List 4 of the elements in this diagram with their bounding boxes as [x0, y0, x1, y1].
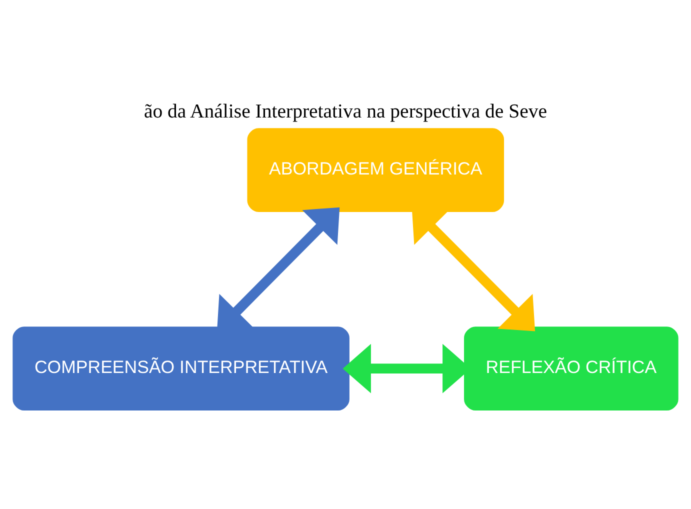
- node-box: REFLEXÃO CRÍTICA: [463, 326, 680, 412]
- node-box: ABORDAGEM GENÉRICA: [246, 127, 506, 214]
- diagram-title: ão da Análise Interpretativa na perspectiva de Seve: [144, 100, 548, 123]
- node-box: COMPREENSÃO INTERPRETATIVA: [12, 326, 350, 412]
